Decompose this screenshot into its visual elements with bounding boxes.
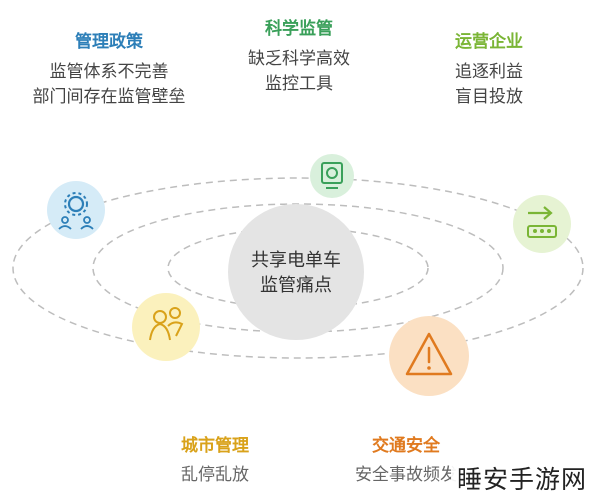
traffic-description: 安全事故频发 (336, 463, 476, 488)
inner-orbit (167, 227, 429, 309)
traffic-title: 交通安全 (372, 436, 440, 456)
warning-triangle-icon (389, 316, 469, 396)
conveyor-arrow-icon (513, 195, 571, 253)
ops-line-2: 盲目投放 (455, 87, 523, 107)
center-circle (228, 204, 364, 340)
ops-line-1: 追逐利益 (455, 62, 523, 82)
outer-orbit (12, 177, 584, 359)
policy-line-1: 监管体系不完善 (49, 62, 169, 82)
tech-description: 缺乏科学高效 监控工具 (219, 47, 379, 97)
city-description: 乱停乱放 (155, 463, 275, 488)
city-line-1: 乱停乱放 (181, 465, 249, 485)
monitor-camera-icon (310, 154, 354, 198)
city-title: 城市管理 (181, 436, 249, 456)
middle-orbit (92, 203, 504, 333)
traffic-line-1: 安全事故频发 (355, 465, 457, 485)
center-line1: 共享电单车 (251, 250, 341, 271)
tech-title: 科学监管 (265, 19, 333, 39)
tech-line-1: 缺乏科学高效 (248, 49, 350, 69)
ops-description: 追逐利益 盲目投放 (429, 60, 549, 110)
people-hand-icon (132, 293, 200, 361)
center-line2: 监管痛点 (260, 275, 332, 296)
policy-title: 管理政策 (75, 32, 143, 52)
gear-people-icon (47, 181, 105, 239)
policy-description: 监管体系不完善 部门间存在监管壁垒 (4, 60, 214, 110)
watermark: 睡安手游网 (450, 458, 593, 498)
tech-line-2: 监控工具 (265, 74, 333, 94)
ops-title: 运营企业 (455, 32, 523, 52)
policy-line-2: 部门间存在监管壁垒 (32, 87, 186, 107)
